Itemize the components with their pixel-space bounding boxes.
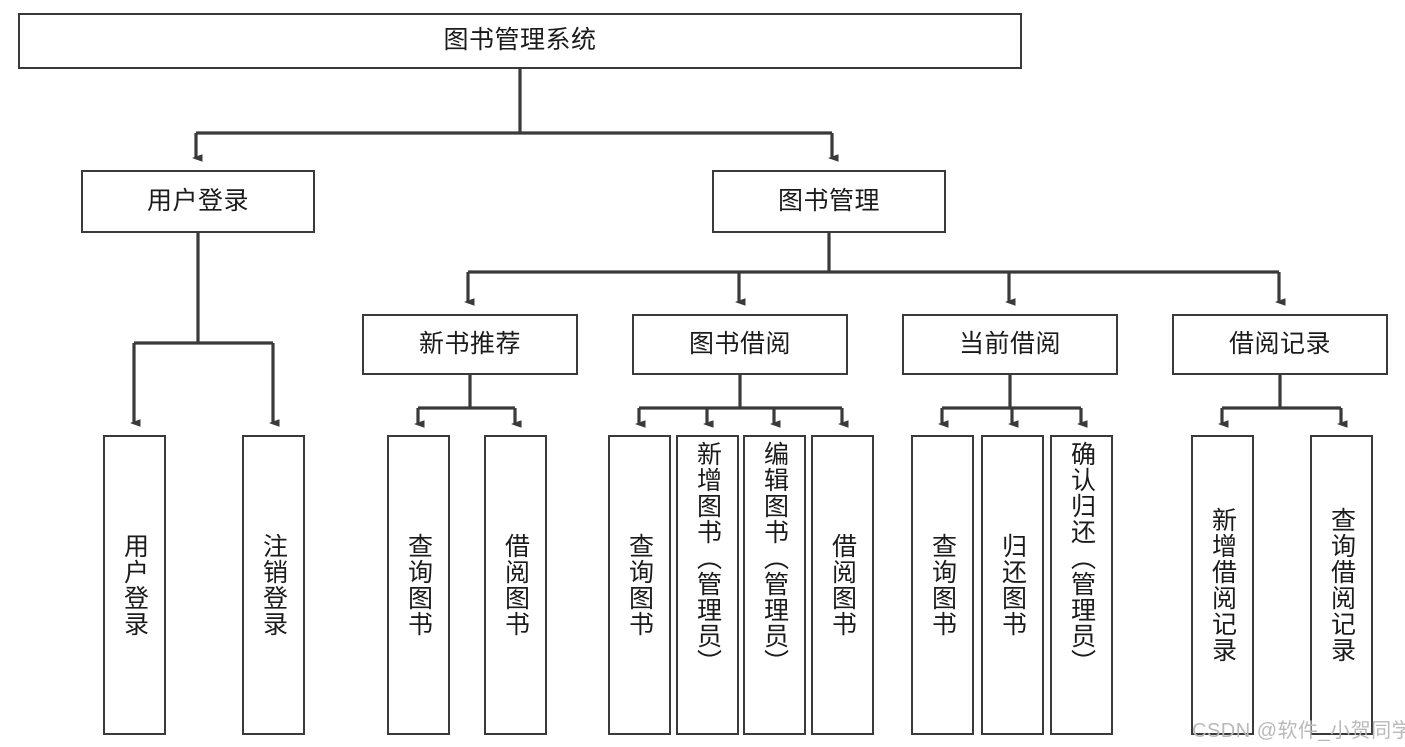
node-root-label: 图书管理系统 <box>443 26 597 55</box>
leaf-query-book-borrow-label: 查询图书 <box>625 533 654 637</box>
leaf-query-book-current[interactable]: 查询图书 <box>911 435 974 735</box>
node-borrow-records[interactable]: 借阅记录 <box>1172 314 1388 375</box>
leaf-user-login-label: 用户登录 <box>120 533 149 637</box>
leaf-add-borrow-record-label: 新增借阅记录 <box>1208 507 1237 663</box>
node-new-book-recommend[interactable]: 新书推荐 <box>362 314 578 375</box>
leaf-return-book[interactable]: 归还图书 <box>981 435 1044 735</box>
leaf-borrow-book-label: 借阅图书 <box>828 533 857 637</box>
leaf-query-book-current-label: 查询图书 <box>928 533 957 637</box>
leaf-confirm-return-admin[interactable]: 确认归还（管理员） <box>1050 435 1113 735</box>
leaf-add-book-admin[interactable]: 新增图书（管理员） <box>676 435 739 735</box>
leaf-logout-label: 注销登录 <box>259 533 288 637</box>
leaf-confirm-return-admin-label: 确认归还（管理员） <box>1067 441 1096 675</box>
leaf-query-borrow-record-label: 查询借阅记录 <box>1327 507 1356 663</box>
leaf-query-book-borrow[interactable]: 查询图书 <box>608 435 671 735</box>
leaf-add-borrow-record[interactable]: 新增借阅记录 <box>1191 435 1254 735</box>
node-book-borrow-label: 图书借阅 <box>688 329 791 358</box>
leaf-query-book-recommend[interactable]: 查询图书 <box>387 435 450 735</box>
leaf-user-login[interactable]: 用户登录 <box>103 435 166 735</box>
leaf-borrow-book[interactable]: 借阅图书 <box>811 435 874 735</box>
node-user-login[interactable]: 用户登录 <box>81 170 315 233</box>
leaf-add-book-admin-label: 新增图书（管理员） <box>693 441 722 675</box>
leaf-edit-book-admin[interactable]: 编辑图书（管理员） <box>743 435 806 735</box>
leaf-borrow-book-recommend[interactable]: 借阅图书 <box>484 435 547 735</box>
leaf-edit-book-admin-label: 编辑图书（管理员） <box>760 441 789 675</box>
leaf-logout[interactable]: 注销登录 <box>242 435 305 735</box>
csdn-watermark: CSDN @软件_小贺同学 <box>1192 720 1405 742</box>
leaf-query-borrow-record[interactable]: 查询借阅记录 <box>1310 435 1373 735</box>
node-current-borrow[interactable]: 当前借阅 <box>902 314 1118 375</box>
node-book-management-label: 图书管理 <box>777 186 880 215</box>
leaf-borrow-book-recommend-label: 借阅图书 <box>501 533 530 637</box>
node-new-book-recommend-label: 新书推荐 <box>418 329 521 358</box>
node-root[interactable]: 图书管理系统 <box>18 13 1022 69</box>
leaf-query-book-recommend-label: 查询图书 <box>404 533 433 637</box>
leaf-return-book-label: 归还图书 <box>998 533 1027 637</box>
node-user-login-label: 用户登录 <box>146 186 249 215</box>
node-book-management[interactable]: 图书管理 <box>712 170 946 233</box>
node-current-borrow-label: 当前借阅 <box>958 329 1061 358</box>
node-book-borrow[interactable]: 图书借阅 <box>632 314 848 375</box>
node-borrow-records-label: 借阅记录 <box>1228 329 1331 358</box>
